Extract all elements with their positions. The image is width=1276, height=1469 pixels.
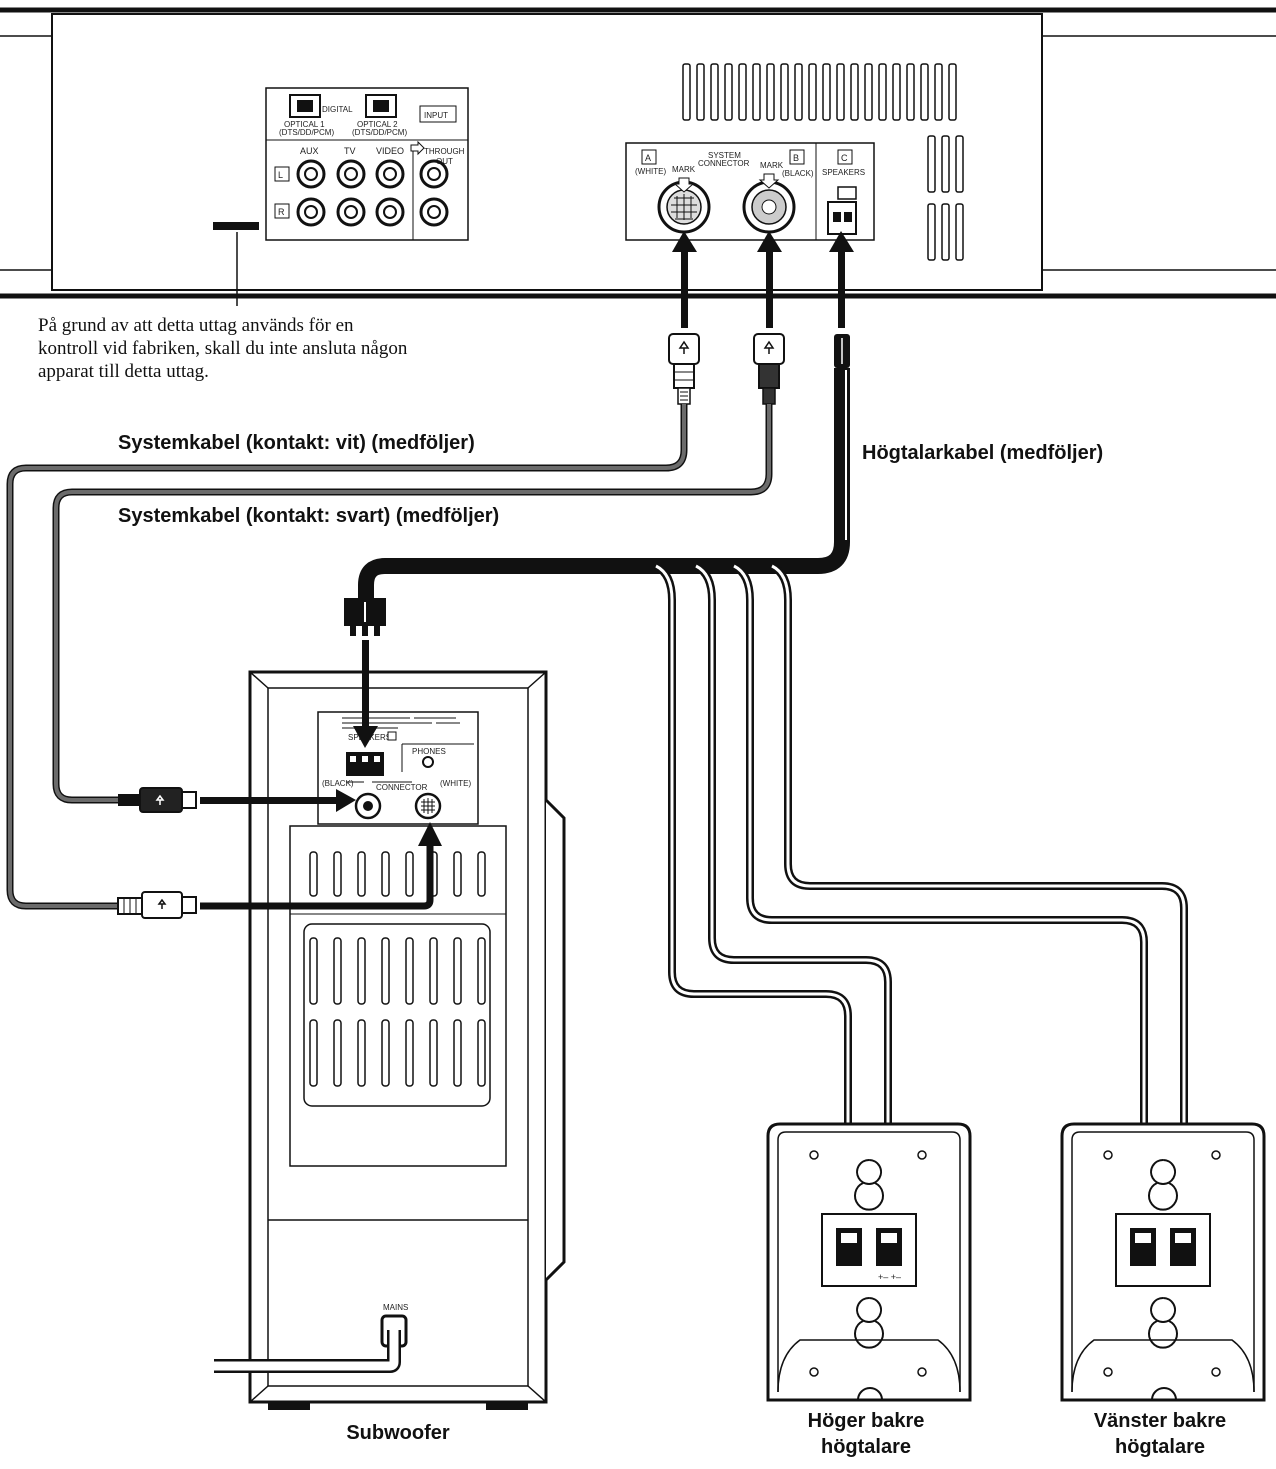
optical2-sub-label: (DTS/DD/PCM) — [352, 128, 407, 137]
speaker-plug-icon — [834, 334, 850, 368]
plug-arrows — [672, 231, 854, 328]
rca-jacks — [296, 159, 449, 227]
keyhole-mount-icon — [854, 1159, 884, 1211]
input-label: INPUT — [424, 111, 448, 120]
out-label: OUT — [436, 157, 453, 166]
sys-b-sub-label: (BLACK) — [782, 169, 814, 178]
digital-label: DIGITAL — [322, 105, 353, 114]
speaker-plug-sub-icon — [344, 598, 386, 636]
speaker-arrow — [362, 640, 369, 730]
mains-label: MAINS — [383, 1303, 408, 1312]
main-unit-rear-panel: DIGITAL INPUT OPTICAL 1 (DTS/DD/PCM) OPT… — [0, 7, 1276, 306]
optical2-label: OPTICAL 2 — [357, 120, 398, 129]
sys-b-label: B — [793, 153, 799, 163]
system-cable-white-label: Systemkabel (kontakt: vit) (medföljer) — [118, 432, 475, 454]
sys-c-label: C — [841, 153, 848, 163]
system-connector-b-icon — [742, 180, 796, 234]
system-black-arrow — [200, 797, 340, 804]
tv-label: TV — [344, 146, 356, 156]
subwoofer-unit: SPEAKERS PHONES (BLACK) (WHITE) CONNECTO… — [214, 670, 566, 1410]
sub-black-label: (BLACK) — [322, 779, 354, 788]
right-channel-label: R — [278, 207, 285, 217]
speaker-jack-icon — [827, 201, 857, 235]
svg-text:+– +–: +– +– — [878, 1272, 901, 1282]
optical1-label: OPTICAL 1 — [284, 120, 325, 129]
left-rear-speaker — [1060, 1122, 1266, 1402]
right-rear-speaker: +– +– — [766, 1122, 972, 1402]
speaker-cable-main — [358, 368, 850, 600]
factory-jack-note: På grund av att detta uttag används för … — [38, 315, 408, 382]
system-plug-black-icon — [753, 333, 785, 405]
keyhole-mount-icon — [1148, 1159, 1178, 1211]
through-label: THROUGH — [424, 147, 465, 156]
system-connector-a-icon — [657, 180, 711, 234]
system-white-arrow — [200, 842, 434, 910]
mark1-label: MARK — [672, 165, 696, 174]
phones-label: PHONES — [412, 747, 446, 756]
subwoofer-label: Subwoofer — [346, 1422, 450, 1444]
mark2-label: MARK — [760, 161, 784, 170]
speakers-label: SPEAKERS — [822, 168, 865, 177]
system-plug-white-sub-icon — [117, 891, 197, 919]
ventilation-slots — [682, 63, 964, 261]
aux-label: AUX — [300, 146, 319, 156]
sub-white-label: (WHITE) — [440, 779, 471, 788]
system-label-1: SYSTEM — [708, 151, 741, 160]
sys-a-label: A — [645, 153, 651, 163]
system-plug-white-icon — [668, 333, 700, 405]
system-plug-black-sub-icon — [118, 787, 197, 813]
left-channel-label: L — [278, 170, 283, 180]
system-label-2: CONNECTOR — [698, 159, 750, 168]
right-rear-speaker-label: Höger bakre högtalare — [807, 1410, 925, 1458]
factory-jack-icon — [213, 222, 259, 230]
sys-a-sub-label: (WHITE) — [635, 167, 666, 176]
system-cable-black-label: Systemkabel (kontakt: svart) (medföljer) — [118, 505, 500, 527]
optical1-sub-label: (DTS/DD/PCM) — [279, 128, 334, 137]
video-label: VIDEO — [376, 146, 404, 156]
speaker-cable-label: Högtalarkabel (medföljer) — [862, 442, 1104, 464]
sub-connector-label: CONNECTOR — [376, 783, 428, 792]
left-rear-speaker-label: Vänster bakre högtalare — [1093, 1410, 1227, 1458]
